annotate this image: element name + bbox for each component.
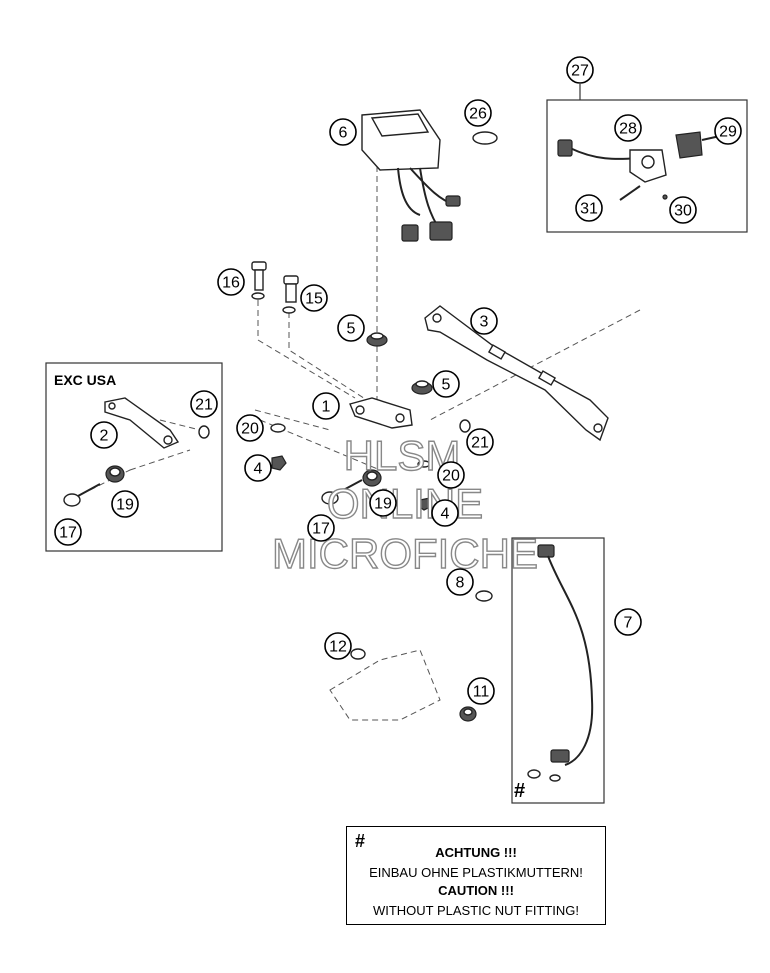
callout-label: 5	[347, 321, 356, 338]
exc-usa-frame	[45, 362, 223, 552]
callout-label: 11	[473, 684, 490, 701]
callout-label: 17	[312, 521, 330, 538]
screw-17	[321, 479, 363, 505]
callout-label: 2	[100, 428, 109, 445]
note-mark: #	[355, 831, 366, 851]
callout-label: 31	[580, 201, 598, 218]
callout-27: 27	[566, 56, 594, 84]
callout-label: 28	[619, 121, 637, 138]
note-line-3: CAUTION !!!	[438, 883, 514, 898]
washer-20-lower	[417, 460, 431, 468]
callout-label: 29	[719, 124, 737, 141]
callout-label: 21	[195, 397, 213, 414]
holder-bracket	[349, 397, 413, 429]
cable-frame	[511, 537, 605, 804]
callout-21: 21	[466, 428, 494, 456]
instrument-cluster	[361, 109, 461, 242]
callout-label: 17	[59, 525, 77, 542]
faint-outline	[329, 649, 441, 721]
callout-label: 5	[442, 377, 451, 394]
bushing-11	[459, 706, 477, 722]
nut-4-lower	[417, 497, 433, 511]
callout-16: 16	[217, 268, 245, 296]
callout-2: 2	[90, 421, 118, 449]
bushing-21-inset	[198, 425, 210, 439]
callout-5: 5	[432, 370, 460, 398]
callout-label: 20	[241, 421, 259, 438]
grommet-5-lower	[411, 380, 433, 395]
note-line-1: ACHTUNG !!!	[435, 845, 517, 860]
callout-20: 20	[236, 414, 264, 442]
callout-31: 31	[575, 194, 603, 222]
bracket-2	[104, 397, 180, 449]
callout-28: 28	[614, 114, 642, 142]
ring-12	[350, 648, 366, 660]
grommet-19	[362, 469, 382, 487]
clip-8	[475, 590, 493, 602]
bolt-15	[282, 275, 299, 314]
callout-label: 15	[305, 291, 323, 308]
callout-label: 7	[624, 615, 633, 632]
callout-label: 27	[571, 63, 589, 80]
callout-label: 26	[469, 106, 487, 123]
ring-part	[472, 131, 498, 145]
speedo-cable	[527, 544, 594, 782]
screw-17-inset	[63, 483, 101, 507]
callout-4: 4	[431, 499, 459, 527]
caution-note: # ACHTUNG !!! EINBAU OHNE PLASTIKMUTTERN…	[346, 826, 606, 925]
watermark-line-2: ONLINE	[327, 480, 483, 527]
callout-17: 17	[307, 514, 335, 542]
callout-21: 21	[190, 390, 218, 418]
callout-4: 4	[244, 454, 272, 482]
callout-7: 7	[614, 608, 642, 636]
callout-29: 29	[714, 117, 742, 145]
callout-30: 30	[669, 196, 697, 224]
callout-15: 15	[300, 284, 328, 312]
grommet-5-upper	[366, 332, 388, 347]
callout-3: 3	[470, 307, 498, 335]
callout-5: 5	[337, 314, 365, 342]
bushing-21	[459, 419, 471, 433]
callout-label: 12	[329, 639, 347, 656]
cable-note-mark: #	[514, 780, 525, 802]
bolt-16	[251, 261, 267, 300]
callout-label: 30	[674, 203, 692, 220]
callout-label: 19	[116, 497, 134, 514]
callout-12: 12	[324, 632, 352, 660]
callout-label: 16	[222, 275, 240, 292]
callout-6: 6	[329, 118, 357, 146]
callout-label: 6	[339, 125, 348, 142]
callout-label: 19	[374, 496, 392, 513]
bracket-arm	[424, 305, 609, 442]
watermark: HLSM ONLINE MICROFICHE	[271, 431, 538, 577]
callout-1: 1	[312, 392, 340, 420]
callout-17: 17	[54, 518, 82, 546]
nut-4	[271, 455, 287, 471]
exc-usa-label: EXC USA	[54, 372, 116, 388]
sensor-kit	[557, 131, 721, 201]
callout-label: 4	[254, 461, 263, 478]
callout-19: 19	[111, 490, 139, 518]
callout-20: 20	[437, 461, 465, 489]
callout-label: 8	[456, 575, 465, 592]
washer-20	[270, 423, 286, 433]
callout-label: 1	[322, 399, 331, 416]
grommet-19-inset	[105, 465, 125, 483]
callout-label: 3	[480, 314, 489, 331]
note-line-2: EINBAU OHNE PLASTIKMUTTERN!	[369, 865, 583, 880]
callout-label: 20	[442, 468, 460, 485]
callout-19: 19	[369, 489, 397, 517]
callout-8: 8	[446, 568, 474, 596]
callout-label: 4	[441, 506, 450, 523]
sensor-kit-frame	[546, 99, 748, 233]
callout-26: 26	[464, 99, 492, 127]
callout-11: 11	[467, 677, 495, 705]
callout-label: 21	[471, 435, 489, 452]
note-line-4: WITHOUT PLASTIC NUT FITTING!	[372, 903, 580, 918]
